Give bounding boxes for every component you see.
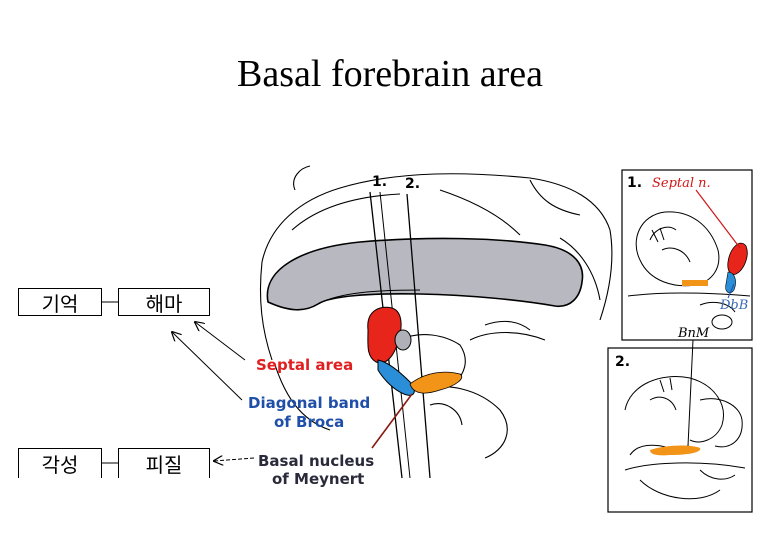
corpus-callosum	[266, 237, 584, 311]
inset-1-bnm-region	[682, 280, 708, 286]
basal-nucleus-region	[409, 371, 463, 394]
septal-to-hippocampus-arrow	[195, 322, 246, 361]
section-label-1: 1.	[372, 174, 387, 190]
inset-1-bnm-label: BnM	[677, 326, 710, 341]
inset-2: 2.	[607, 347, 753, 513]
basal-nucleus-label-2: of Meynert	[272, 470, 364, 488]
fornix-region	[394, 329, 412, 351]
inset-2-number: 2.	[615, 354, 630, 370]
page-title: Basal forebrain area	[237, 53, 543, 95]
inset-1-septal-label: Septal n.	[652, 176, 711, 191]
inset-1-number: 1.	[627, 175, 642, 191]
brain-outline	[259, 165, 613, 459]
section-line-2	[406, 193, 431, 479]
diagonal-band-label-1: Diagonal band	[248, 394, 370, 412]
diagonal-band-label-2: of Broca	[274, 413, 344, 431]
inset-1-dbb-label: DbB	[719, 298, 748, 313]
cortex-box: 피질	[118, 448, 210, 478]
inset-1-dbb-pointer	[727, 283, 735, 299]
basal-to-cortex-arrow	[214, 458, 255, 461]
inset-1-dbb-region	[725, 271, 736, 294]
inset-1: 1. Septal n. DbB BnM	[621, 169, 753, 341]
section-label-2: 2.	[405, 176, 420, 192]
basal-nucleus-label-1: Basal nucleus	[258, 452, 374, 470]
inset-2-bnm-region	[650, 445, 701, 456]
memory-box: 기억	[18, 288, 102, 316]
inset-1-septal-region	[727, 242, 748, 275]
band-to-hippocampus-arrow	[172, 332, 243, 401]
inset-1-septal-pointer	[695, 189, 741, 249]
arousal-box: 각성	[18, 448, 102, 478]
hippocampus-box: 해마	[118, 288, 210, 316]
bnm-connector-line	[687, 339, 694, 447]
diagonal-band-region	[377, 359, 415, 396]
septal-area-label: Septal area	[256, 356, 353, 374]
projection-fiber	[371, 393, 413, 449]
